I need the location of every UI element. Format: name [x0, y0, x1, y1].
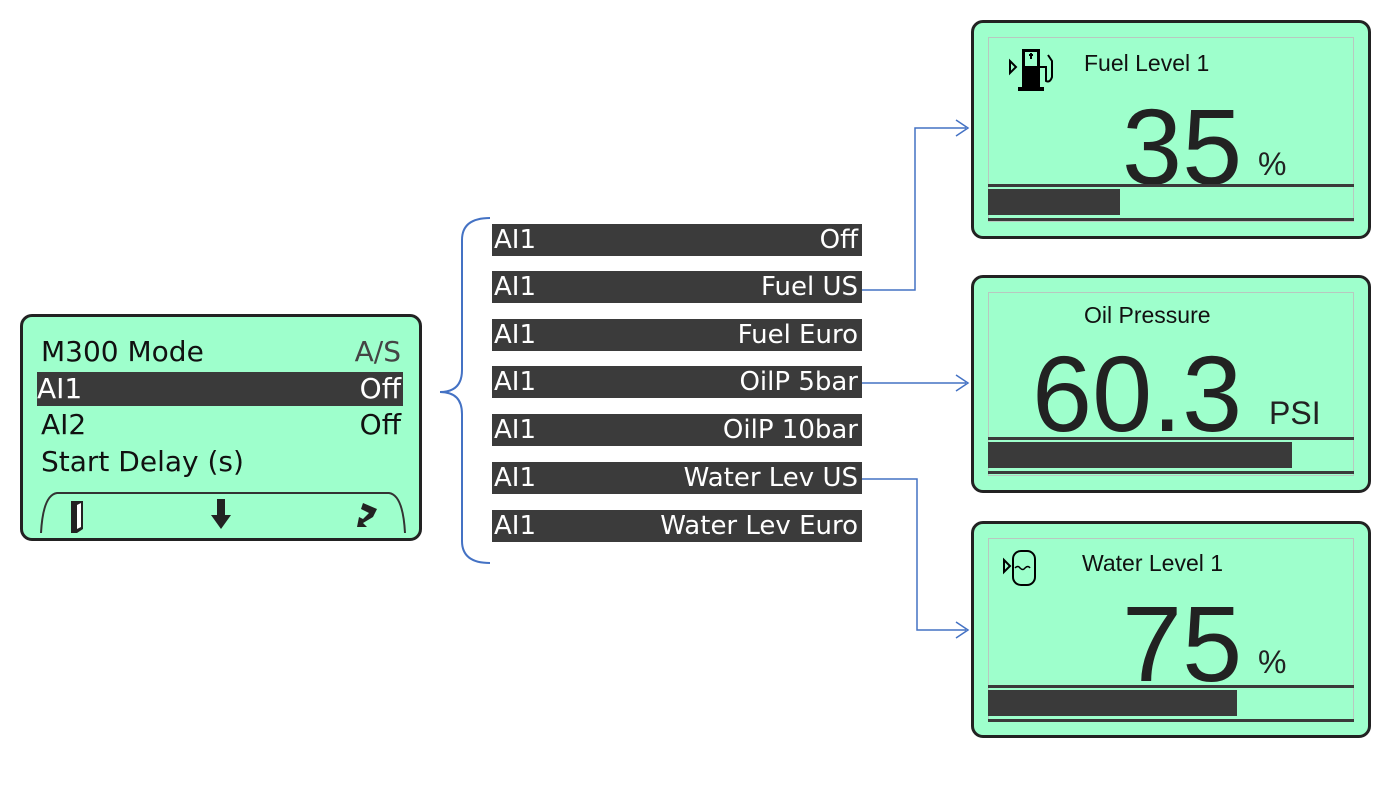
row-label: Start Delay (s) — [41, 445, 244, 478]
row-label: AI1 — [37, 372, 83, 405]
option-fuel-euro[interactable]: AI1 Fuel Euro — [492, 319, 862, 351]
menu-row[interactable]: AI2 Off — [37, 408, 403, 442]
row-value: Off — [359, 408, 401, 441]
level-bar — [988, 442, 1292, 468]
inner-frame — [988, 37, 1354, 222]
option-label: AI1 — [494, 511, 536, 541]
display-unit: PSI — [1269, 395, 1321, 431]
option-oilp-10bar[interactable]: AI1 OilP 10bar — [492, 414, 862, 446]
fuel-pump-icon — [1009, 49, 1053, 91]
display-unit: % — [1258, 644, 1287, 680]
water-level-display: Water Level 1 75 % — [971, 521, 1371, 738]
display-unit: % — [1258, 146, 1287, 182]
menu-row-selected[interactable]: AI1 Off — [37, 372, 403, 406]
arrow-oil — [862, 374, 970, 392]
display-title: Fuel Level 1 — [1084, 50, 1210, 76]
option-value: OilP 10bar — [722, 415, 858, 445]
option-value: Fuel Euro — [737, 320, 858, 350]
option-label: AI1 — [494, 415, 536, 445]
water-tank-icon — [1003, 550, 1036, 586]
option-value: Fuel US — [760, 272, 858, 302]
menu-display: M300 Mode A/S AI1 Off AI2 Off Start Dela… — [20, 314, 422, 541]
bar-top-line — [988, 437, 1354, 440]
display-title: Water Level 1 — [1082, 550, 1224, 576]
bar-bottom-line — [988, 471, 1354, 474]
brace — [439, 217, 491, 564]
option-value: Water Lev Euro — [660, 511, 858, 541]
row-label: M300 Mode — [41, 335, 204, 368]
inner-frame — [988, 292, 1354, 476]
option-label: AI1 — [494, 225, 536, 255]
row-label: AI2 — [41, 408, 87, 441]
option-value: Water Lev US — [683, 463, 858, 493]
bar-top-line — [988, 685, 1354, 688]
level-bar — [988, 189, 1120, 215]
arrow-fuel — [860, 119, 970, 291]
option-water-lev-euro[interactable]: AI1 Water Lev Euro — [492, 510, 862, 542]
option-label: AI1 — [494, 272, 536, 302]
arrow-water — [862, 478, 970, 639]
display-value: 75 — [1122, 583, 1243, 704]
menu-row[interactable]: M300 Mode A/S — [37, 335, 403, 369]
option-value: OilP 5bar — [739, 367, 858, 397]
option-label: AI1 — [494, 320, 536, 350]
fuel-level-display: Fuel Level 1 35 % — [971, 20, 1371, 239]
menu-row[interactable]: Start Delay (s) — [37, 445, 403, 479]
exit-icon[interactable] — [71, 501, 83, 533]
bar-bottom-line — [988, 218, 1354, 221]
option-value: Off — [819, 225, 858, 255]
row-value: Off — [359, 372, 401, 405]
row-value: A/S — [354, 335, 401, 368]
down-arrow-icon[interactable] — [211, 499, 231, 529]
display-title: Oil Pressure — [1084, 302, 1211, 328]
bar-bottom-line — [988, 719, 1354, 722]
option-oilp-5bar[interactable]: AI1 OilP 5bar — [492, 366, 862, 398]
option-label: AI1 — [494, 463, 536, 493]
enter-icon[interactable] — [357, 503, 377, 527]
level-bar — [988, 690, 1237, 716]
oil-pressure-display: Oil Pressure 60.3 PSI — [971, 275, 1371, 493]
option-fuel-us[interactable]: AI1 Fuel US — [492, 271, 862, 303]
option-off[interactable]: AI1 Off — [492, 224, 862, 256]
softkey-bar — [40, 492, 406, 534]
display-value: 35 — [1122, 86, 1243, 207]
option-label: AI1 — [494, 367, 536, 397]
bar-top-line — [988, 184, 1354, 187]
option-water-lev-us[interactable]: AI1 Water Lev US — [492, 462, 862, 494]
display-value: 60.3 — [1032, 333, 1243, 454]
